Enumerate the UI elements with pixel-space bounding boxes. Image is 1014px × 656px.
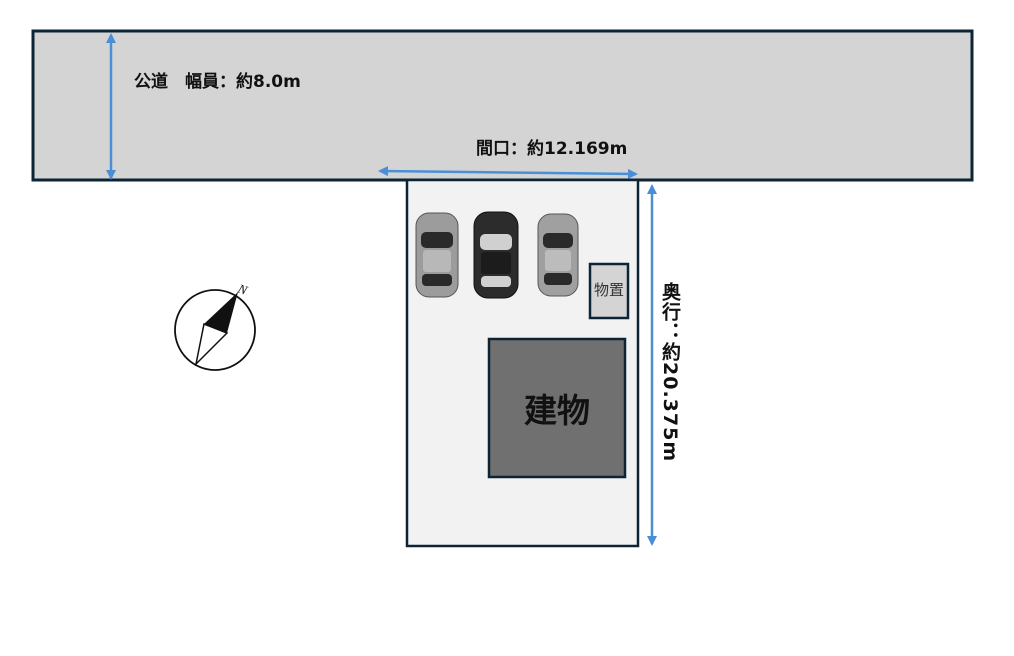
- frontage-label: 間口：約12.169m: [476, 138, 627, 159]
- compass-needle-south: [194, 322, 229, 367]
- car-roof: [423, 250, 451, 272]
- storage-label: 物置: [594, 281, 624, 299]
- compass-north-label: N: [235, 280, 250, 298]
- car-2: [473, 211, 519, 299]
- car-roof: [481, 252, 511, 274]
- storage-shed: [588, 262, 630, 320]
- car-rear-window: [544, 273, 572, 285]
- car-windshield: [543, 233, 573, 248]
- car-rear-window: [422, 274, 452, 286]
- public-road: [31, 29, 974, 182]
- building: [487, 337, 627, 479]
- north-compass-icon: N: [174, 280, 256, 371]
- compass-needle-north: [204, 292, 238, 333]
- frontage-dimension-arrow: [378, 166, 638, 179]
- car-windshield: [480, 234, 512, 250]
- car-3: [537, 213, 579, 297]
- car-rear-window: [481, 276, 511, 287]
- depth-label: 奥行：約20.375m: [659, 281, 682, 462]
- road-width-label: 公道 幅員：約8.0m: [134, 71, 301, 92]
- building-label: 建物: [524, 391, 590, 430]
- car-roof: [545, 250, 571, 271]
- car-1: [415, 212, 459, 298]
- car-windshield: [421, 232, 453, 248]
